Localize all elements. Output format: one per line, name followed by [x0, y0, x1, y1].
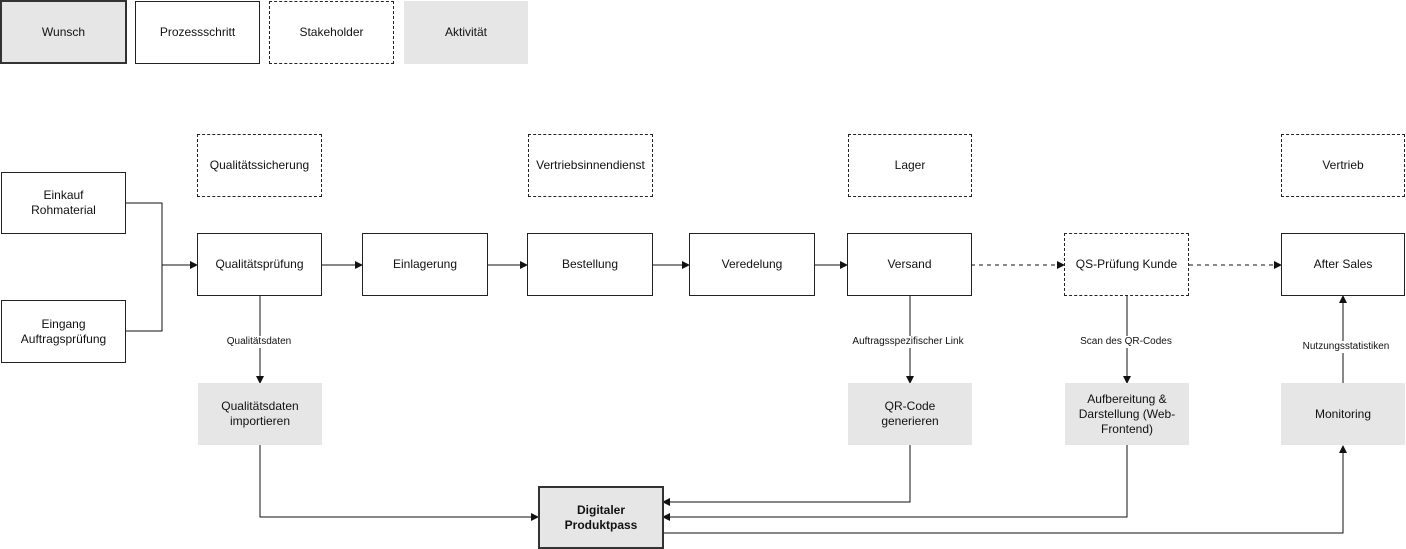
activity-qr-code-label: QR-Code generieren — [881, 399, 939, 428]
stakeholder-qs: Qualitätssicherung — [197, 134, 322, 197]
step-veredelung-label: Veredelung — [721, 257, 783, 271]
step-versand: Versand — [847, 233, 972, 296]
legend-activity: Aktivität — [404, 1, 528, 64]
legend-step-label: Prozessschritt — [159, 25, 236, 39]
stakeholder-vertrieb-label: Vertrieb — [1322, 158, 1364, 172]
core-dpp-label: Digitaler Produktpass — [564, 502, 638, 532]
step-qs-kunde: QS-Prüfung Kunde — [1064, 233, 1189, 296]
legend-activity-label: Aktivität — [444, 25, 487, 39]
core-dpp: Digitaler Produktpass — [538, 486, 664, 549]
input-eingang: Eingang Auftragsprüfung — [1, 300, 126, 363]
input-eingang-label: Eingang Auftragsprüfung — [20, 316, 107, 346]
legend-wish-label: Wunsch — [41, 24, 86, 39]
stakeholder-vid-label: Vertriebsinnendienst — [536, 158, 645, 172]
legend-wish: Wunsch — [0, 0, 127, 64]
step-qs-kunde-label: QS-Prüfung Kunde — [1075, 257, 1178, 271]
edge-label-link: Auftragsspezifischer Link — [850, 336, 966, 348]
edge-eingang-merge — [126, 265, 163, 332]
edge-qdaten-dpp — [259, 445, 539, 521]
activity-qr-code: QR-Code generieren — [848, 383, 972, 445]
step-versand-label: Versand — [887, 257, 932, 271]
step-bestellung-label: Bestellung — [561, 257, 619, 271]
step-after-sales-label: After Sales — [1313, 257, 1373, 271]
legend-step: Prozessschritt — [135, 1, 260, 64]
legend-stakeholder-label: Stakeholder — [299, 25, 364, 39]
edge-label-scan: Scan des QR-Codes — [1078, 336, 1174, 348]
legend-stakeholder: Stakeholder — [269, 1, 394, 64]
step-after-sales: After Sales — [1281, 233, 1405, 296]
step-einlagerung-label: Einlagerung — [392, 257, 458, 271]
activity-aufbereitung-label: Aufbereitung & Darstellung (Web-Frontend… — [1078, 391, 1176, 436]
stakeholder-qs-label: Qualitätssicherung — [209, 158, 310, 172]
activity-aufbereitung: Aufbereitung & Darstellung (Web-Frontend… — [1065, 383, 1189, 445]
step-einlagerung: Einlagerung — [362, 233, 488, 296]
stakeholder-lager-label: Lager — [894, 158, 926, 172]
edge-label-nutzung: Nutzungsstatistiken — [1300, 341, 1392, 353]
edge-label-qualitaetsdaten: Qualitätsdaten — [224, 336, 294, 348]
input-einkauf-label: Einkauf Rohmaterial — [31, 188, 96, 217]
activity-qdaten-import-label: Qualitätsdaten importieren — [221, 399, 299, 428]
step-veredelung: Veredelung — [689, 233, 815, 296]
edge-aufbereitung-dpp — [662, 445, 1128, 521]
stakeholder-vertrieb: Vertrieb — [1281, 134, 1405, 197]
edge-dpp-monitoring — [663, 445, 1347, 534]
edge-qrcode-dpp — [662, 445, 911, 506]
stakeholder-lager: Lager — [848, 134, 972, 197]
stakeholder-vid: Vertriebsinnendienst — [528, 134, 653, 197]
step-bestellung: Bestellung — [527, 233, 653, 296]
activity-monitoring-label: Monitoring — [1314, 406, 1372, 421]
input-einkauf: Einkauf Rohmaterial — [1, 172, 126, 234]
activity-monitoring: Monitoring — [1281, 383, 1405, 445]
step-qualitaetspruefung-label: Qualitätsprüfung — [215, 257, 304, 271]
edge-einkauf-merge — [126, 202, 163, 265]
step-qualitaetspruefung: Qualitätsprüfung — [197, 233, 322, 296]
activity-qdaten-import: Qualitätsdaten importieren — [198, 383, 322, 445]
